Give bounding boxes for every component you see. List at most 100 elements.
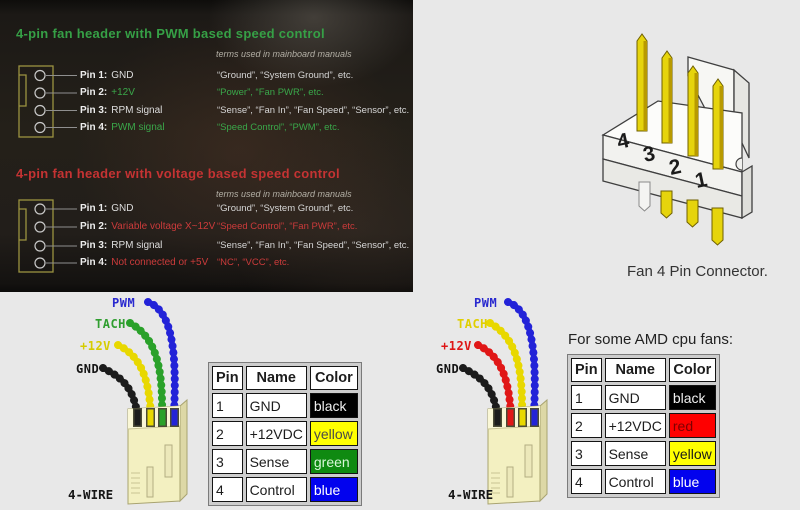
- pwm-wire-beads: [144, 298, 179, 417]
- header-outline: [18, 199, 54, 273]
- latch-cutout: [164, 444, 173, 478]
- grip-ridges: [131, 472, 140, 494]
- name-cell: Control: [245, 477, 307, 502]
- header-key-tab: [19, 74, 27, 107]
- plug-body: [127, 405, 181, 505]
- grip-ridges: [491, 472, 500, 494]
- name-cell: Sense: [245, 449, 307, 474]
- color-header: Color: [668, 358, 716, 382]
- table-row: 2 +12VDC yellow: [212, 421, 358, 446]
- name-header: Name: [245, 366, 307, 390]
- pin-terms: “Power”, “Fan PWR”, etc.: [217, 87, 324, 98]
- name-cell: Control: [604, 469, 666, 494]
- pwm-section-title: 4-pin fan header with PWM based speed co…: [16, 26, 325, 41]
- pin-cell: 2: [571, 413, 602, 438]
- pin-terms: “Ground”, “System Ground”, etc.: [217, 203, 354, 214]
- pin-number-1: 1: [693, 168, 710, 193]
- pin-header: Pin: [212, 366, 243, 390]
- pin-table-right: Pin Name Color 1 GND black 2 +12VDC red …: [567, 354, 720, 498]
- pin-terms: “Speed Control”, “Fan PWR”, etc.: [217, 221, 358, 232]
- pin-holes: [34, 203, 46, 269]
- pin-row: Pin 3:RPM signal “Sense”, “Fan In”, “Fan…: [80, 104, 412, 118]
- color-cell: red: [668, 413, 716, 438]
- tach-wire-label: TACH: [95, 317, 126, 331]
- table-row: 4 Control blue: [571, 469, 716, 494]
- pin-holes: [34, 69, 46, 134]
- slot-3-wire: [159, 409, 166, 426]
- latch-cutout: [146, 466, 154, 498]
- header-key-tab: [19, 208, 27, 241]
- slot-1-wire: [134, 409, 141, 426]
- latch-notch: [735, 157, 743, 171]
- pin-label: Pin 4:: [80, 257, 108, 268]
- pin-terms: “NC”, “VCC”, etc.: [217, 257, 290, 268]
- pin-label: Pin 3:: [80, 105, 108, 116]
- table-row: 3 Sense yellow: [571, 441, 716, 466]
- tach-wire-beads: [486, 319, 527, 419]
- tach-wire-label: TACH: [457, 317, 488, 331]
- color-cell: blue: [668, 469, 716, 494]
- pin-value: GND: [111, 203, 134, 214]
- slot-2-wire: [147, 409, 154, 426]
- table-row: 4 Control blue: [212, 477, 358, 502]
- table-header-row: Pin Name Color: [571, 358, 716, 382]
- pin-label: Pin 2:: [80, 221, 108, 232]
- pin-leader-lines: [46, 75, 77, 128]
- plug-slots: [493, 408, 539, 427]
- pwm-wire-label: PWM: [474, 296, 498, 310]
- slot-2-wire: [507, 409, 514, 426]
- pwm-wire-label: PWM: [112, 296, 136, 310]
- color-header: Color: [309, 366, 358, 390]
- pin-tail: [638, 181, 651, 212]
- pin-value: +12V: [111, 87, 135, 98]
- fan-plug-4wire-left: [99, 298, 188, 505]
- pin-value: GND: [111, 70, 134, 81]
- pin-row: Pin 1:GND “Ground”, “System Ground”, etc…: [80, 202, 412, 216]
- pin-row: Pin 1:GND “Ground”, “System Ground”, etc…: [80, 69, 412, 83]
- slot-3-wire: [519, 409, 526, 426]
- four-wire-caption: 4-WIRE: [448, 487, 494, 502]
- name-cell: Sense: [604, 441, 666, 466]
- plug-side-face: [539, 398, 548, 503]
- pin-numbers: 4 3 2 1: [615, 129, 710, 193]
- pin-value: RPM signal: [111, 105, 163, 116]
- pin-leader-lines: [46, 208, 77, 264]
- pin-label: Pin 4:: [80, 122, 108, 133]
- pin-row: Pin 4:PWM signal “Speed Control”, “PWM”,…: [80, 121, 412, 135]
- color-cell: yellow: [668, 441, 716, 466]
- color-cell: blue: [309, 477, 358, 502]
- pin-tail: [660, 190, 673, 219]
- pin-number-2: 2: [667, 155, 683, 180]
- pin-cell: 3: [571, 441, 602, 466]
- pin-2-shade: [694, 73, 698, 156]
- pin-tail: [686, 199, 699, 228]
- pin-row: Pin 2:Variable voltage X~12V “Speed Cont…: [80, 220, 412, 234]
- table-row: 1 GND black: [571, 385, 716, 410]
- v12-wire-label: +12V: [80, 339, 111, 353]
- pin-tail: [711, 207, 724, 246]
- v12-wire-beads: [474, 341, 515, 421]
- slot-4-wire: [171, 409, 178, 426]
- slot-1-wire: [494, 409, 501, 426]
- color-cell: black: [309, 393, 358, 418]
- name-cell: +12VDC: [245, 421, 307, 446]
- table-row: 3 Sense green: [212, 449, 358, 474]
- plug-slots: [133, 408, 179, 427]
- pin-terms: “Ground”, “System Ground”, etc.: [217, 70, 354, 81]
- pin-cell: 4: [212, 477, 243, 502]
- v12-wire-beads: [114, 341, 155, 421]
- pin-cell: 1: [212, 393, 243, 418]
- pin-terms: “Sense”, “Fan In”, “Fan Speed”, “Sensor”…: [217, 240, 410, 251]
- terms-note: terms used in mainboard manuals: [216, 189, 352, 199]
- gnd-wire-label: GND: [436, 362, 460, 376]
- plug-side-face: [179, 398, 188, 503]
- fan-4pin-connector-drawing: 4 3 2 1: [601, 33, 753, 246]
- connector3d-caption: Fan 4 Pin Connector.: [627, 263, 768, 280]
- pin-row: Pin 3:RPM signal “Sense”, “Fan In”, “Fan…: [80, 239, 412, 253]
- pin-header: Pin: [571, 358, 602, 382]
- terms-note: terms used in mainboard manuals: [216, 49, 352, 59]
- tach-wire-beads: [126, 319, 167, 419]
- name-cell: GND: [604, 385, 666, 410]
- pin-label: Pin 1:: [80, 203, 108, 214]
- color-cell: yellow: [309, 421, 358, 446]
